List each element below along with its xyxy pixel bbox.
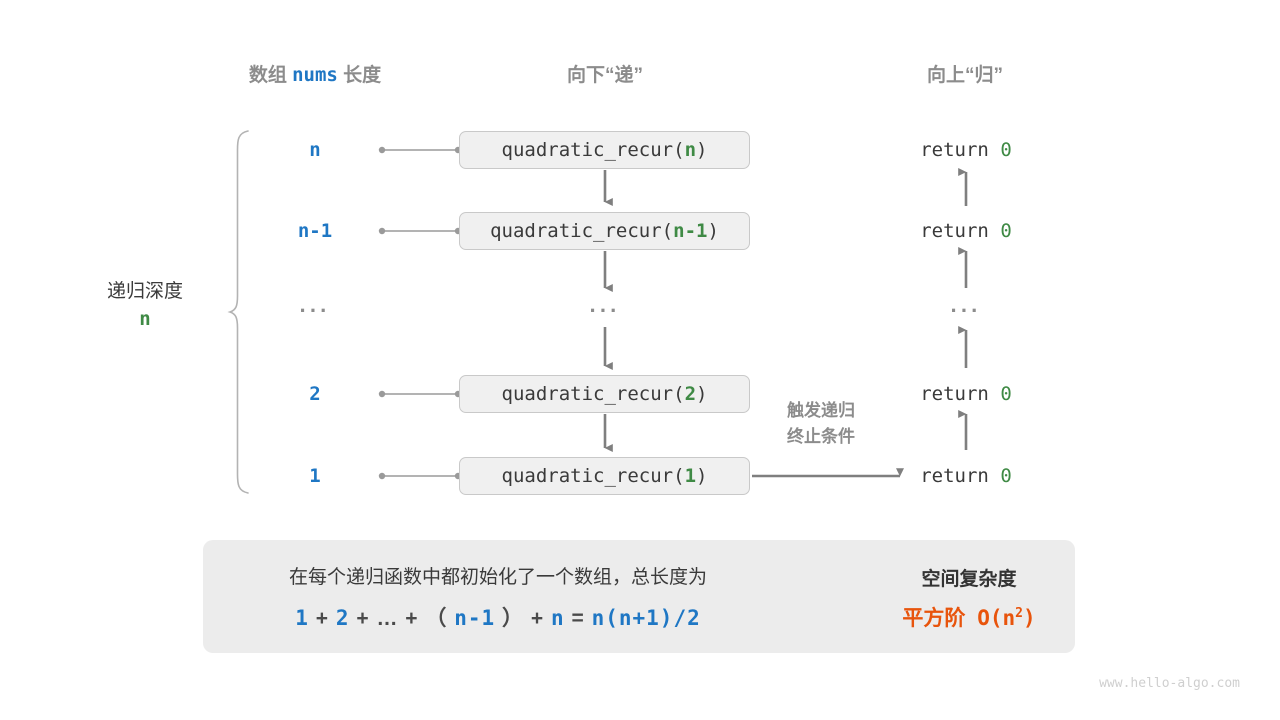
summary-result-bigo: O(n2): [977, 606, 1036, 630]
formula-token-2: 2: [335, 606, 350, 630]
return-keyword-row-4: return: [920, 465, 989, 487]
header-array-code: nums: [292, 64, 338, 86]
summary-result-exponent: 2: [1015, 606, 1023, 621]
terminate-note-line-2: 终止条件: [787, 427, 855, 447]
return-row-0: return 0: [866, 139, 1066, 161]
call-box-suffix-row-4: ): [696, 465, 708, 487]
summary-result-prefix: 平方阶: [902, 607, 966, 630]
formula-token-6: （: [425, 607, 448, 630]
formula-token-5: +: [405, 607, 419, 630]
formula-token-4: …: [376, 607, 399, 630]
terminate-condition-note: 触发递归 终止条件: [756, 398, 886, 451]
return-value-row-1: 0: [1000, 220, 1012, 242]
formula-token-7: n-1: [454, 606, 496, 630]
return-row-1: return 0: [866, 220, 1066, 242]
terminate-note-line-1: 触发递归: [787, 401, 855, 420]
return-row-3: return 0: [866, 383, 1066, 405]
formula-token-1: +: [315, 607, 329, 630]
call-box-prefix-row-3: quadratic_recur(: [501, 383, 685, 405]
call-box-prefix-row-4: quadratic_recur(: [501, 465, 685, 487]
recursion-depth-label: 递归深度: [106, 281, 183, 302]
call-box-row-4[interactable]: quadratic_recur(1): [459, 457, 750, 495]
summary-description: 在每个递归函数中都初始化了一个数组，总长度为: [288, 567, 707, 588]
formula-space-9: [544, 607, 551, 630]
call-box-prefix-row-1: quadratic_recur(: [490, 220, 674, 242]
formula-token-12: n(n+1)/2: [591, 606, 701, 630]
watermark: www.hello-algo.com: [1099, 676, 1240, 691]
depth-brace: [227, 130, 249, 494]
formula-space-0: [309, 607, 316, 630]
return-value-row-0: 0: [1000, 139, 1012, 161]
call-box-suffix-row-3: ): [696, 383, 708, 405]
return-keyword-row-0: return: [920, 139, 989, 161]
formula-space-7: [495, 607, 502, 630]
depth-value-row-4: 1: [309, 465, 321, 487]
call-box-prefix-row-0: quadratic_recur(: [501, 139, 685, 161]
formula-token-8: ）: [502, 607, 525, 630]
recursion-depth-caption: 递归深度 n: [60, 278, 230, 333]
header-descend: 向下“递”: [566, 65, 643, 86]
formula-token-3: +: [356, 607, 370, 630]
formula-token-9: +: [530, 607, 545, 630]
depth-value-row-3: 2: [309, 383, 321, 405]
depth-value-row-1: n-1: [297, 220, 333, 242]
call-box-arg-row-0: n: [684, 139, 697, 161]
depth-value-row-0: n: [309, 139, 321, 161]
formula-space-1: [329, 607, 336, 630]
header-array-suffix: 长度: [343, 65, 382, 86]
call-box-suffix-row-1: ): [707, 220, 719, 242]
recursion-depth-value: n: [139, 307, 151, 330]
depth-value-row-2: ···: [299, 298, 331, 323]
call-box-arg-row-4: 1: [684, 465, 697, 487]
formula-space-11: [585, 607, 592, 630]
summary-complexity-title: 空间复杂度: [921, 569, 1017, 590]
summary-complexity-value: 平方阶 O(n2): [863, 602, 1075, 632]
return-row-4: return 0: [866, 465, 1066, 487]
call-box-row-3[interactable]: quadratic_recur(2): [459, 375, 750, 413]
header-array-length: 数组 nums 长度: [180, 60, 450, 87]
header-ascend: 向上“归”: [926, 65, 1003, 86]
call-box-row-1[interactable]: quadratic_recur(n-1): [459, 212, 750, 250]
call-box-arg-row-1: n-1: [673, 220, 708, 242]
header-array-prefix: 数组: [248, 65, 287, 86]
return-value-row-4: 0: [1000, 465, 1012, 487]
return-value-row-3: 0: [1000, 383, 1012, 405]
call-box-arg-row-3: 2: [684, 383, 697, 405]
summary-formula: 1 + 2 + … + （ n-1 ） + n = n(n+1)/2: [203, 602, 793, 632]
formula-space-8: [524, 607, 531, 630]
formula-token-0: 1: [295, 606, 309, 630]
call-box-row-2: ···: [589, 298, 621, 323]
call-box-suffix-row-0: ): [696, 139, 708, 161]
row-connectors: [378, 146, 462, 480]
return-keyword-row-1: return: [920, 220, 989, 242]
formula-token-10: n: [550, 606, 565, 630]
return-row-2: ···: [950, 298, 982, 323]
return-keyword-row-3: return: [920, 383, 989, 405]
summary-panel: 在每个递归函数中都初始化了一个数组，总长度为 1 + 2 + … + （ n-1…: [203, 540, 1075, 653]
summary-result-close: ): [1022, 606, 1036, 630]
formula-token-11: =: [571, 607, 585, 630]
call-box-row-0[interactable]: quadratic_recur(n): [459, 131, 750, 169]
